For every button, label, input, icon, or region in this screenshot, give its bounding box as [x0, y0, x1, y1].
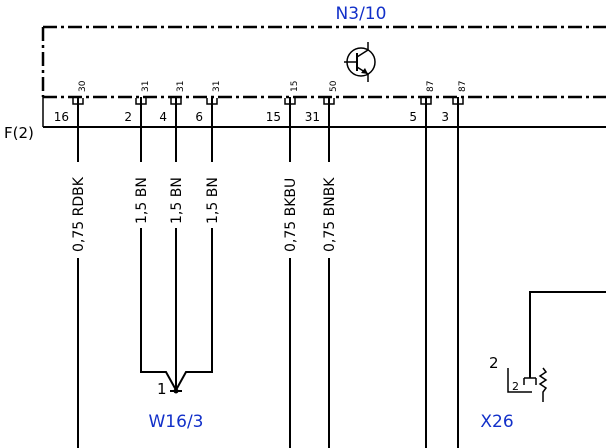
pin-6: 87 5 — [409, 81, 436, 448]
pin-number: 87 — [458, 81, 468, 92]
wire-label: 1,5 BN — [205, 177, 221, 224]
splice-w16-3: 1 W16/3 — [140, 228, 213, 432]
wire-label: 0,75 BNBK — [322, 177, 338, 252]
module-outline — [41, 25, 606, 99]
pin-7: 87 3 — [441, 81, 468, 448]
pin-position: 4 — [159, 110, 167, 124]
pin-position: 31 — [305, 110, 320, 124]
x26-pin-inner: 2 — [512, 380, 519, 393]
pin-number: 15 — [290, 81, 300, 92]
x26-pin-outer: 2 — [489, 354, 499, 372]
x26-terminal: 2 2 X26 — [480, 291, 606, 432]
pin-number: 31 — [176, 81, 186, 92]
module-label: N3/10 — [336, 4, 387, 24]
pin-number: 50 — [329, 80, 339, 92]
pin-0: 30 16 0,75 RDBK — [54, 80, 88, 448]
pin-4: 15 15 0,75 BKBU — [266, 81, 300, 448]
pin-position: 6 — [195, 110, 203, 124]
pin-2: 31 4 1,5 BN — [159, 81, 186, 230]
pin-number: 31 — [141, 81, 151, 92]
wire-label: 1,5 BN — [169, 177, 185, 224]
pin-5: 50 31 0,75 BNBK — [305, 80, 339, 448]
wire-label: 0,75 BKBU — [283, 178, 299, 252]
wire-label: 1,5 BN — [134, 177, 150, 224]
pin-number: 87 — [426, 81, 436, 92]
connector-f2: F(2) — [4, 97, 606, 142]
pin-number: 31 — [212, 81, 222, 92]
pin-1: 31 2 1,5 BN — [124, 81, 151, 230]
splice-point-number: 1 — [157, 380, 167, 398]
pin-position: 5 — [409, 110, 417, 124]
pin-position: 16 — [54, 110, 69, 124]
pin-position: 2 — [124, 110, 132, 124]
pin-3: 31 6 1,5 BN — [195, 81, 222, 230]
wire-label: 0,75 RDBK — [71, 176, 87, 252]
transistor-icon — [344, 42, 376, 82]
connector-label: F(2) — [4, 124, 34, 142]
pin-position: 3 — [441, 110, 449, 124]
pin-number: 30 — [78, 80, 88, 92]
x26-label: X26 — [480, 412, 513, 432]
splice-label: W16/3 — [149, 412, 204, 432]
pin-position: 15 — [266, 110, 281, 124]
